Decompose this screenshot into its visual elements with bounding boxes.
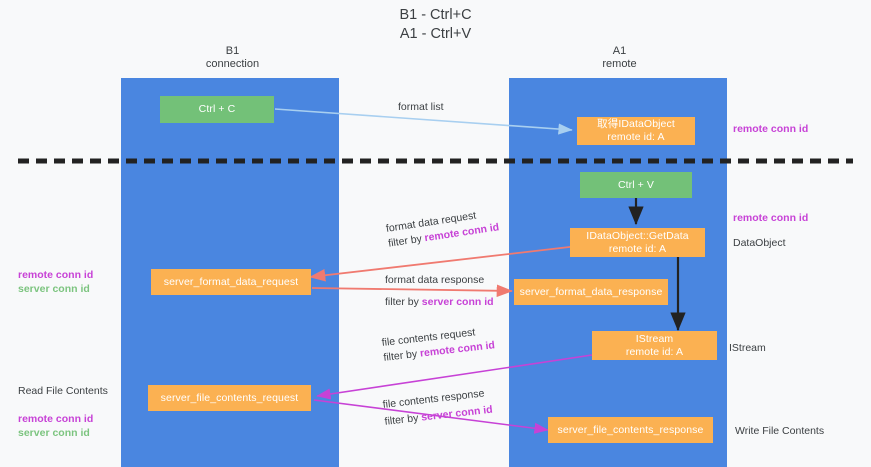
- edge-label-format-list-line1: format list: [398, 101, 444, 113]
- node-idataobject-getdata-label: IDataObject::GetData: [586, 229, 689, 242]
- node-istream-sub: remote id: A: [625, 345, 684, 358]
- node-server-file-contents-response-label: server_file_contents_response: [557, 423, 704, 436]
- node-ctrl-v-label: Ctrl + V: [617, 178, 655, 191]
- edge-label-file-contents-response: file contents response filter by server …: [382, 386, 493, 430]
- annotation-left-mid: remote conn id server conn id: [18, 268, 93, 296]
- annotation-right-bottom-label: Write File Contents: [735, 425, 825, 437]
- annotation-left-bottom-server: server conn id: [18, 427, 90, 439]
- edge-label-format-data-response-line2: filter by server conn id: [385, 295, 494, 310]
- annotation-right-istream: IStream: [729, 341, 766, 355]
- node-ctrl-c-label: Ctrl + C: [198, 103, 236, 115]
- annotation-right-bottom: Write File Contents: [735, 424, 824, 438]
- node-ctrl-v[interactable]: Ctrl + V: [580, 172, 692, 198]
- node-istream-label: IStream: [635, 332, 674, 345]
- node-ctrl-c[interactable]: Ctrl + C: [160, 96, 274, 123]
- page-title: B1 - Ctrl+C A1 - Ctrl+V: [0, 6, 871, 44]
- column-header-b1-name: B1: [225, 45, 240, 57]
- node-server-format-data-response-label: server_format_data_response: [519, 285, 663, 298]
- node-server-format-data-request-label: server_format_data_request: [163, 275, 299, 288]
- filter-prefix: filter by: [384, 411, 422, 428]
- column-header-a1-name: A1: [612, 45, 627, 57]
- filter-key-server-conn-id: server conn id: [421, 296, 494, 308]
- annotation-right-mid-dataobject: DataObject: [733, 237, 786, 249]
- node-server-file-contents-request-label: server_file_contents_request: [160, 391, 299, 404]
- node-idataobject-getdata[interactable]: IDataObject::GetData remote id: A: [570, 228, 705, 257]
- edge-label-file-contents-request: file contents request filter by remote c…: [381, 323, 496, 365]
- edge-label-format-data-request: format data request filter by remote con…: [385, 205, 500, 251]
- annotation-right-top: remote conn id: [733, 122, 808, 136]
- filter-prefix: filter by: [385, 296, 422, 308]
- edge-label-format-list: format list: [398, 100, 444, 115]
- node-get-idataobject-label: 取得IDataObject: [597, 118, 675, 130]
- edge-label-format-data-response: format data response filter by server co…: [385, 273, 494, 310]
- annotation-left-bottom: Read File Contents remote conn id server…: [18, 384, 108, 440]
- column-header-a1-role: remote: [602, 58, 637, 70]
- title-line-1: B1 - Ctrl+C: [399, 7, 472, 23]
- annotation-right-mid: remote conn id DataObject: [733, 211, 808, 250]
- annotation-left-mid-remote: remote conn id: [18, 269, 94, 281]
- filter-prefix: filter by: [387, 232, 426, 250]
- node-get-idataobject-sub: remote id: A: [607, 131, 665, 143]
- edge-label-format-data-response-line1: format data response: [385, 274, 485, 286]
- annotation-right-mid-remote: remote conn id: [733, 212, 809, 224]
- annotation-right-top-remote: remote conn id: [733, 123, 809, 135]
- node-idataobject-getdata-sub: remote id: A: [608, 242, 667, 255]
- node-server-file-contents-response[interactable]: server_file_contents_response: [548, 417, 713, 443]
- filter-prefix: filter by: [382, 347, 421, 364]
- title-line-2: A1 - Ctrl+V: [399, 26, 472, 42]
- annotation-left-bottom-remote: remote conn id: [18, 413, 94, 425]
- node-istream[interactable]: IStream remote id: A: [592, 331, 717, 360]
- annotation-left-bottom-heading: Read File Contents: [18, 385, 108, 397]
- node-server-format-data-request[interactable]: server_format_data_request: [151, 269, 311, 295]
- column-header-a1: A1 remote: [512, 45, 727, 71]
- node-server-format-data-response[interactable]: server_format_data_response: [514, 279, 668, 305]
- annotation-left-mid-server: server conn id: [18, 283, 90, 295]
- column-header-b1-role: connection: [205, 58, 260, 70]
- node-server-file-contents-request[interactable]: server_file_contents_request: [148, 385, 311, 411]
- annotation-right-istream-label: IStream: [729, 342, 766, 354]
- node-get-idataobject[interactable]: 取得IDataObject remote id: A: [577, 117, 695, 145]
- column-header-b1: B1 connection: [125, 45, 340, 71]
